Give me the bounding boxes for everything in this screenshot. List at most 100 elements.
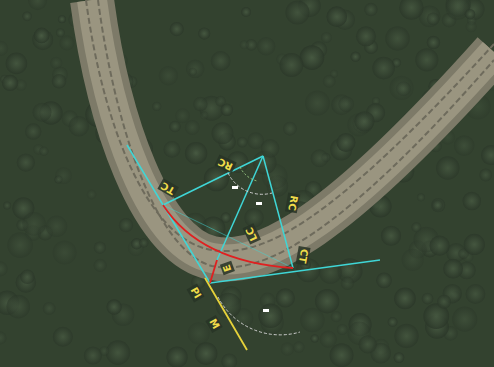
curve-arc: [163, 205, 293, 268]
tree: [185, 120, 200, 135]
tree: [466, 21, 477, 32]
tree: [432, 200, 443, 211]
tree: [119, 218, 133, 232]
tree: [427, 36, 441, 50]
tree: [211, 51, 231, 71]
tree: [170, 22, 184, 36]
tree: [465, 9, 475, 19]
tree: [0, 261, 8, 276]
tree: [381, 226, 401, 246]
tree: [285, 0, 309, 24]
tree: [59, 35, 74, 50]
tree: [411, 222, 421, 232]
tree: [6, 295, 30, 319]
tree: [354, 111, 374, 131]
tree: [320, 331, 337, 348]
tree: [280, 53, 304, 77]
tree: [6, 53, 28, 75]
tree: [241, 7, 251, 17]
tree: [195, 342, 218, 365]
tree: [25, 123, 42, 140]
tree: [175, 108, 190, 123]
tree: [106, 299, 121, 314]
tree: [394, 352, 405, 363]
tree: [261, 139, 280, 158]
tree: [169, 121, 181, 133]
angle-arc: [228, 173, 272, 194]
external-distance: [210, 260, 217, 283]
tree: [394, 288, 416, 310]
tree: [319, 261, 342, 284]
tree: [443, 259, 463, 279]
tree: [53, 327, 73, 347]
tree: [283, 122, 297, 136]
tree: [0, 331, 7, 344]
tree: [189, 68, 197, 76]
tree: [464, 234, 485, 255]
tree: [399, 0, 423, 20]
tree: [186, 60, 205, 79]
tree: [69, 116, 90, 137]
tree: [20, 270, 35, 285]
tree: [431, 198, 445, 212]
tree: [43, 302, 56, 315]
tree: [215, 96, 226, 107]
tree: [211, 122, 233, 144]
tree: [415, 48, 438, 71]
tree: [46, 216, 67, 237]
tree: [293, 341, 304, 352]
tree: [28, 0, 47, 10]
tree: [321, 32, 332, 43]
tree: [402, 249, 424, 271]
tree: [84, 346, 102, 364]
tree: [163, 141, 180, 158]
angle-mark: [263, 309, 269, 312]
tree: [311, 149, 329, 167]
tree: [385, 26, 410, 51]
angle-arc: [240, 167, 257, 181]
tree: [39, 147, 48, 156]
tree: [465, 284, 485, 304]
long-chord: [163, 205, 293, 268]
tree: [452, 307, 477, 332]
tree: [389, 76, 413, 100]
tree: [2, 75, 18, 91]
tree: [330, 343, 354, 367]
tree: [94, 242, 106, 254]
tree: [330, 70, 338, 78]
tree: [341, 277, 354, 290]
tree: [22, 212, 46, 236]
tree: [479, 168, 492, 181]
tree: [7, 232, 33, 258]
tree: [315, 289, 339, 313]
tree: [454, 135, 475, 156]
tree: [94, 259, 107, 272]
ordinate-line: [205, 278, 247, 350]
tree: [216, 293, 242, 319]
tree: [257, 37, 275, 55]
tree: [52, 74, 67, 89]
tree: [33, 103, 52, 122]
center-line: [217, 156, 263, 260]
tree: [50, 57, 62, 69]
tree: [350, 52, 360, 62]
tree: [337, 324, 348, 335]
tree: [356, 26, 376, 46]
tree: [437, 295, 451, 309]
tree: [159, 66, 178, 85]
tree: [99, 346, 109, 356]
tree: [56, 28, 65, 37]
tree: [305, 90, 330, 115]
tree: [193, 97, 208, 112]
angle-mark: [256, 202, 262, 205]
tree: [463, 192, 482, 211]
tree: [422, 293, 434, 305]
tree: [364, 3, 377, 16]
tree: [326, 6, 347, 27]
tree: [276, 288, 295, 307]
tree: [237, 137, 248, 148]
tree: [152, 102, 161, 111]
tree: [388, 317, 398, 327]
road-bed: [92, 0, 494, 259]
